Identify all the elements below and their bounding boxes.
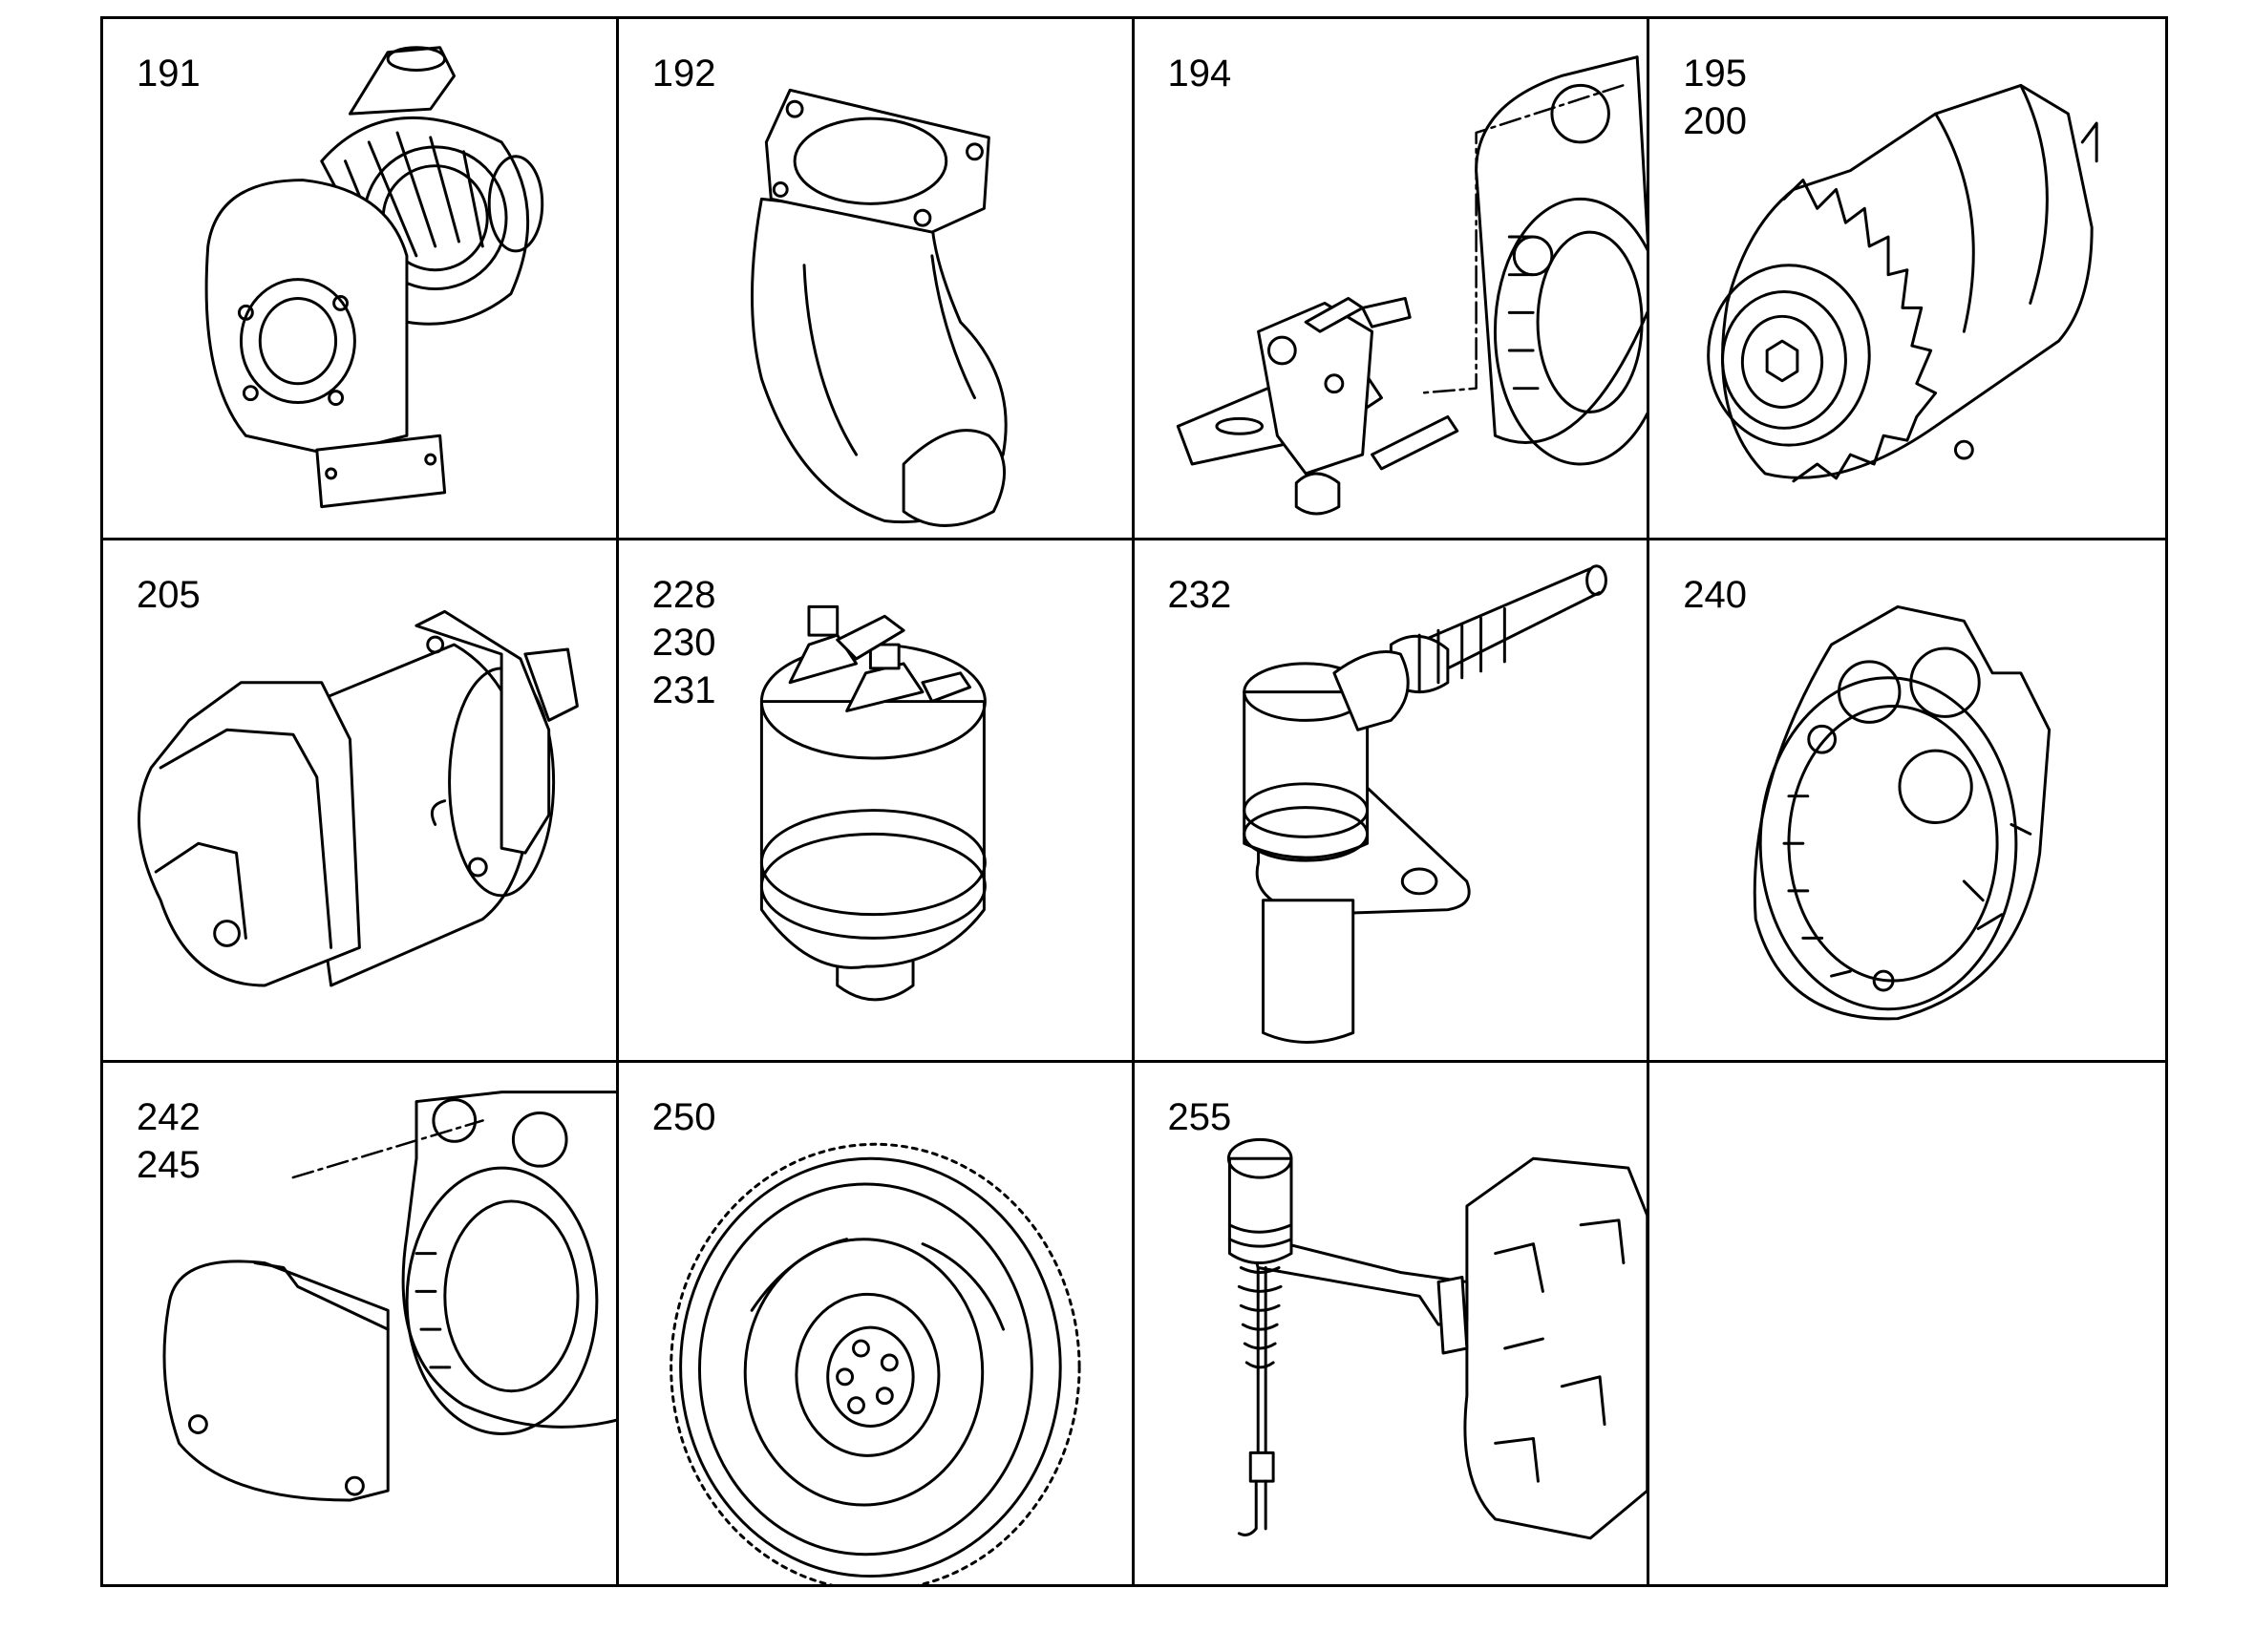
part-number: 232: [1167, 574, 1232, 617]
stop-solenoid-icon: [1226, 1137, 1648, 1539]
part-labels: 242 245: [137, 1093, 201, 1189]
part-number: 195: [1683, 53, 1747, 95]
turbocharger-icon: [204, 46, 544, 509]
exhaust-elbow-icon: [750, 88, 1008, 527]
part-number: 191: [137, 53, 201, 95]
empty-cell: [1649, 1062, 2165, 1584]
part-cell-240: 240: [1649, 540, 2165, 1063]
part-labels: 250: [652, 1093, 716, 1141]
part-cell-250: 250: [618, 1062, 1135, 1584]
part-cell-191: 191: [103, 19, 619, 541]
part-cell-195-200: 195 200: [1649, 19, 2165, 541]
flywheel-housing-icon: [1754, 605, 2052, 1021]
part-labels: 255: [1168, 1093, 1232, 1141]
part-number: 228: [651, 574, 716, 617]
part-cell-255: 255: [1134, 1062, 1650, 1584]
alternator-icon: [1707, 83, 2098, 483]
part-cell-228-230-231: 228 230 231: [618, 540, 1135, 1063]
flywheel-icon: [669, 1142, 1081, 1584]
part-labels: 195 200: [1683, 50, 1747, 145]
part-number: 255: [1167, 1095, 1232, 1138]
part-number: 250: [651, 1095, 716, 1138]
part-number: 192: [651, 53, 716, 95]
sensor-bracket-icon: [1176, 55, 1648, 516]
part-number: 205: [137, 574, 201, 617]
part-number: 242: [137, 1095, 201, 1138]
starter-motor-icon: [138, 610, 579, 987]
part-cell-194: 194: [1134, 19, 1650, 541]
part-number: 200: [1683, 100, 1747, 142]
part-labels: 205: [137, 571, 201, 619]
parts-grid: 191 192: [100, 16, 2168, 1587]
part-labels: 228 230 231: [652, 571, 716, 714]
part-cell-192: 192: [618, 19, 1135, 541]
part-cell-205: 205: [103, 540, 619, 1063]
part-labels: 194: [1168, 50, 1232, 97]
oil-pressure-switch-icon: [759, 605, 987, 1002]
housing-cover-icon: [162, 1090, 616, 1502]
part-labels: 191: [137, 50, 201, 97]
part-number: 240: [1683, 574, 1747, 617]
part-labels: 232: [1168, 571, 1232, 619]
part-number: 245: [137, 1143, 201, 1186]
part-number: 230: [651, 622, 716, 665]
part-cell-232: 232: [1134, 540, 1650, 1063]
part-number: 194: [1167, 53, 1232, 95]
part-labels: 192: [652, 50, 716, 97]
part-number: 231: [651, 669, 716, 712]
speed-sensor-icon: [1242, 564, 1607, 1045]
part-cell-242-245: 242 245: [103, 1062, 619, 1584]
part-labels: 240: [1683, 571, 1747, 619]
